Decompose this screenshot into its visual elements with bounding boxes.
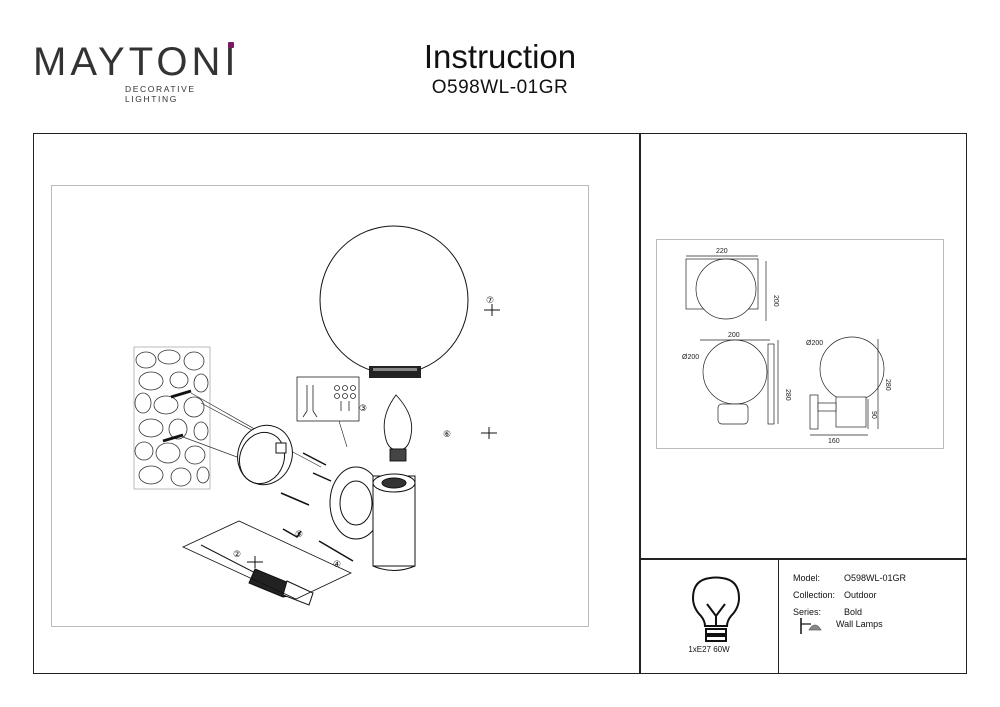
- spec-key: Collection:: [793, 590, 836, 600]
- dim-front-height: 280: [784, 389, 791, 401]
- bulb-illustration: [383, 394, 413, 462]
- model-code: O598WL-01GR: [431, 77, 569, 98]
- content-frame: [33, 133, 967, 674]
- document-title: Instruction: [423, 38, 577, 75]
- lamp-base: [329, 466, 416, 571]
- stone-wall-icon: [133, 346, 211, 490]
- spec-value: Outdoor: [844, 590, 877, 600]
- screwdriver-icon: [200, 544, 314, 606]
- spec-key: Series:: [793, 607, 822, 617]
- spec-row-series: Series: Bold: [793, 604, 906, 621]
- assembly-drawing: ② ③ ④ ⑤ ⑥ ⑦: [51, 185, 589, 627]
- callout-3: ③: [359, 404, 367, 414]
- dim-front-width: 200: [728, 332, 740, 339]
- dim-side-diameter: Ø200: [806, 340, 823, 347]
- brand-tagline: DECORATIVE LIGHTING: [125, 84, 196, 104]
- bulb-spec-label: 1xE27 60W: [688, 645, 730, 654]
- frame-divider-horizontal: [639, 558, 967, 560]
- dim-top-height: 200: [772, 295, 779, 307]
- dimension-drawing: 220 200 200 Ø200 280 Ø200 280 90 160: [656, 239, 944, 449]
- callout-2: ②: [233, 550, 241, 560]
- dim-side-height: 280: [884, 379, 891, 391]
- brand-logo: MAYTONI DECORATIVE LIGHTING: [33, 40, 243, 104]
- callout-4: ④: [333, 560, 341, 570]
- mounting-plate: [237, 424, 293, 486]
- dim-side-base-height: 90: [870, 411, 877, 419]
- spec-value: Bold: [844, 607, 863, 617]
- frame-divider-vertical: [639, 133, 641, 674]
- dim-side-depth: 160: [828, 438, 840, 445]
- brand-name: MAYTONI: [33, 40, 240, 84]
- callout-6: ⑥: [443, 430, 451, 440]
- bulb-icon: [691, 576, 741, 642]
- glass-globe: [319, 225, 469, 378]
- brand-dot-icon: [228, 42, 234, 48]
- spec-row-collection: Collection: Outdoor: [793, 587, 906, 604]
- dim-front-diameter: Ø200: [682, 354, 699, 361]
- wall-lamp-icon: [800, 618, 822, 634]
- spec-divider: [778, 558, 779, 674]
- spec-key: Model:: [793, 573, 821, 583]
- spec-table: Model: O598WL-01GR Collection: Outdoor S…: [793, 570, 906, 621]
- callout-7: ⑦: [486, 296, 494, 306]
- category-label: Wall Lamps: [836, 619, 883, 629]
- dim-top-width: 220: [716, 248, 728, 255]
- callout-5: ⑤: [295, 530, 303, 540]
- spec-row-model: Model: O598WL-01GR: [793, 570, 906, 587]
- spec-value: O598WL-01GR: [844, 573, 907, 583]
